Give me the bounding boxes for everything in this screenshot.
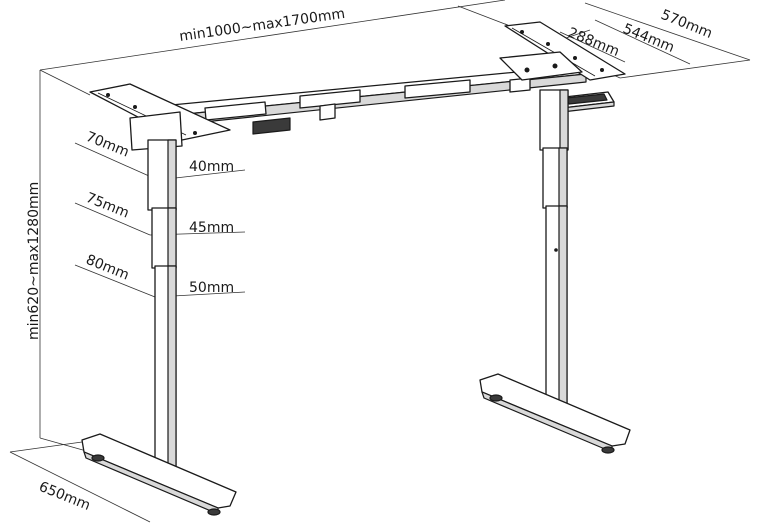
tube1-outer-label: 70mm bbox=[84, 129, 132, 161]
tube2-inner-label: 45mm bbox=[189, 220, 234, 236]
top-frame bbox=[89, 21, 626, 151]
control-panel bbox=[555, 91, 615, 113]
width-range-label: min1000~max1700mm bbox=[178, 6, 346, 45]
bracket-length-label: 544mm bbox=[621, 21, 677, 56]
height-range-label: min620~max1280mm bbox=[26, 182, 42, 340]
left-leg bbox=[81, 139, 237, 516]
tube3-outer-label: 80mm bbox=[84, 252, 132, 284]
foot-length-label: 650mm bbox=[37, 479, 93, 514]
right-leg bbox=[479, 89, 631, 454]
tube1-inner-label: 40mm bbox=[189, 159, 234, 175]
tube3-inner-label: 50mm bbox=[189, 280, 234, 296]
